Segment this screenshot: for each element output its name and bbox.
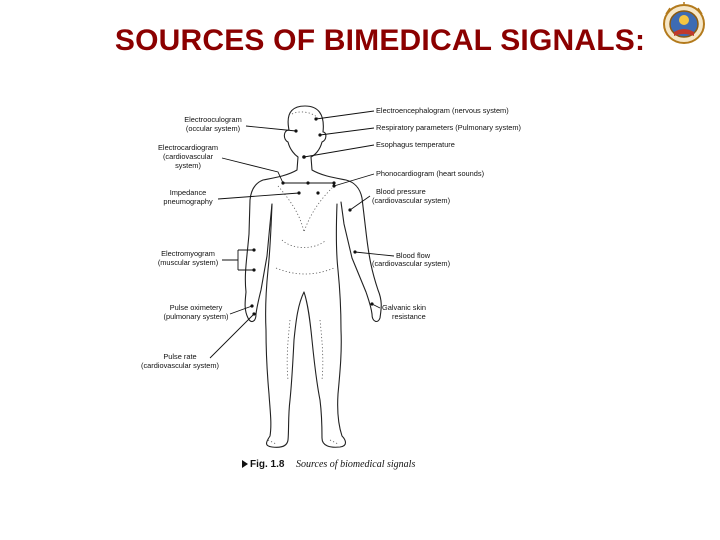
label-eog-line2: (occular system) xyxy=(186,124,240,133)
label-eeg: Electroencephalogram (nervous system) xyxy=(376,106,509,115)
caption-figure-number: Fig. 1.8 xyxy=(250,459,285,470)
label-impedance-line2: pneumography xyxy=(163,197,213,206)
label-emg-line2: (muscular system) xyxy=(158,258,218,267)
human-body-figure xyxy=(245,106,381,447)
label-eog-line1: Electrooculogram xyxy=(184,115,242,124)
label-impedance-line1: Impedance xyxy=(170,188,207,197)
label-bp-line1: Blood pressure xyxy=(376,187,426,196)
label-emg-line1: Electromyogram xyxy=(161,249,215,258)
label-ecg-line3: system) xyxy=(175,161,201,170)
label-gsr-line1: Galvanic skin xyxy=(382,303,426,312)
label-pcg: Phonocardiogram (heart sounds) xyxy=(376,169,484,178)
head-outline xyxy=(288,106,381,321)
label-pulserate-line2: (cardiovascular system) xyxy=(141,361,219,370)
label-oximetry-line2: (pulmonary system) xyxy=(164,312,229,321)
label-pulserate-line1: Pulse rate xyxy=(163,352,196,361)
label-gsr-line2: resistance xyxy=(392,312,426,321)
label-ecg-line1: Electrocardiogram xyxy=(158,143,218,152)
label-respiratory: Respiratory parameters (Pulmonary system… xyxy=(376,123,521,132)
torso-legs-outline xyxy=(266,204,346,447)
caption-text: Sources of biomedical signals xyxy=(296,459,415,470)
label-esophagus: Esophagus temperature xyxy=(376,140,455,149)
label-oximetry-line1: Pulse oximetery xyxy=(170,303,223,312)
label-bloodflow-line2: (cardiovascular system) xyxy=(372,259,450,268)
figure-caption: Fig. 1.8 Sources of biomedical signals xyxy=(242,459,415,470)
caption-arrow-icon xyxy=(242,460,248,468)
label-bp-line2: (cardiovascular system) xyxy=(372,196,450,205)
label-ecg-line2: (cardiovascular xyxy=(163,152,214,161)
